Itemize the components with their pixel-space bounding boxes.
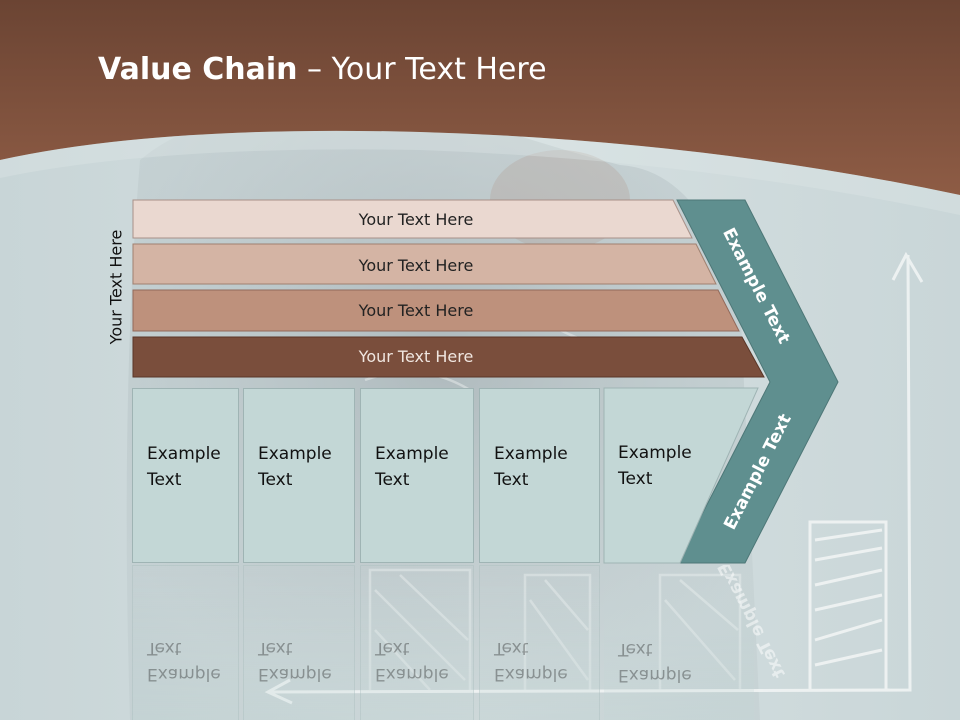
activity-cell-2[interactable]: Example Text bbox=[243, 388, 355, 563]
support-bar-1[interactable] bbox=[132, 199, 693, 239]
activity-cell-3[interactable]: Example Text bbox=[360, 388, 474, 563]
title-rest: – Your Text Here bbox=[297, 52, 547, 87]
support-bar-1-label: Your Text Here bbox=[358, 209, 474, 229]
activity-cell-4-text: Example Text bbox=[494, 444, 568, 490]
slide-title: Value Chain – Your Text Here bbox=[98, 52, 547, 87]
margin-chevron[interactable] bbox=[676, 199, 839, 564]
title-bold: Value Chain bbox=[98, 52, 298, 87]
support-bar-2-label: Your Text Here bbox=[358, 255, 474, 275]
support-bar-4[interactable] bbox=[132, 336, 765, 378]
activity-cell-1[interactable]: Example Text bbox=[132, 388, 239, 563]
support-bar-4-label: Your Text Here bbox=[358, 346, 474, 366]
activity-cell-1-text: Example Text bbox=[147, 444, 221, 490]
activity-cell-4[interactable]: Example Text bbox=[479, 388, 600, 563]
activity-cell-5-text: Example Text bbox=[618, 443, 692, 489]
activity-cell-2-text: Example Text bbox=[258, 444, 332, 490]
activity-cell-3-text: Example Text bbox=[375, 444, 449, 490]
sketch-chart-icon bbox=[264, 251, 924, 705]
activity-cell-5[interactable]: Example Text bbox=[604, 388, 694, 563]
header-band bbox=[0, 0, 960, 195]
support-bar-3-label: Your Text Here bbox=[358, 300, 474, 320]
activity-cell-5-shape bbox=[603, 387, 759, 564]
support-bar-2[interactable] bbox=[132, 243, 717, 285]
support-bar-3[interactable] bbox=[132, 289, 740, 332]
